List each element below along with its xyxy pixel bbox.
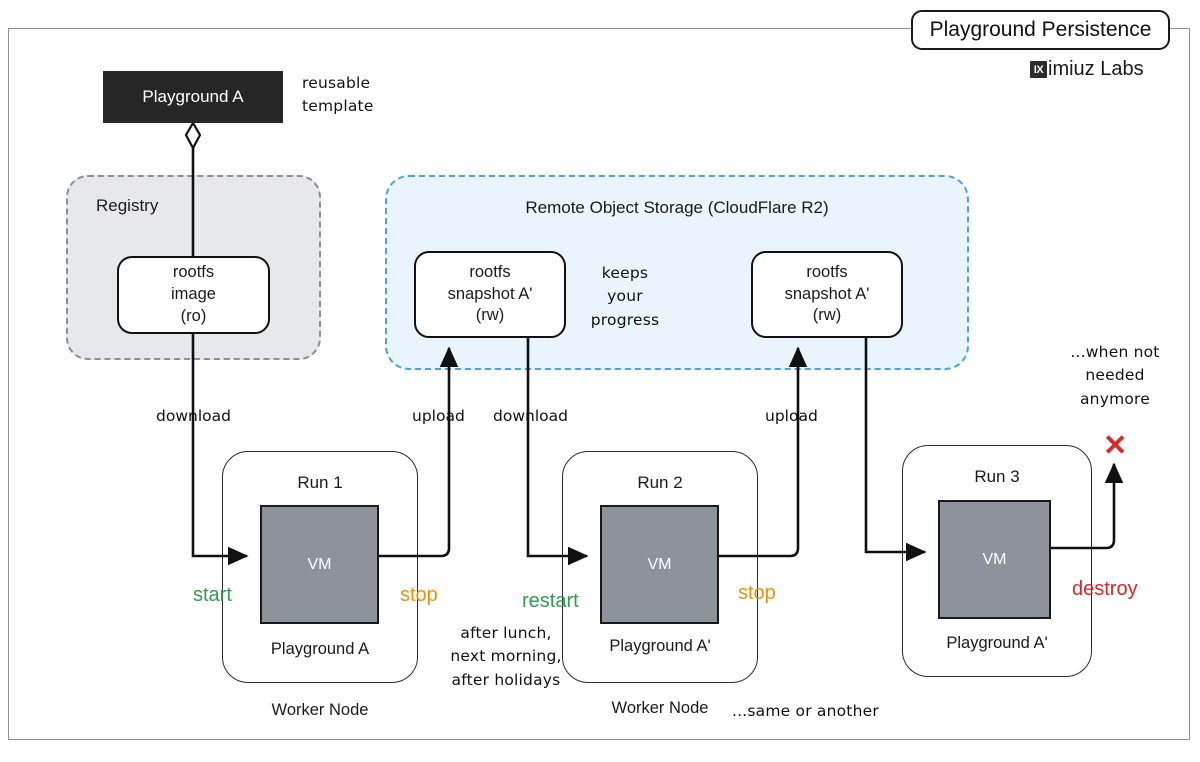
edge-label-download-run1: download [156, 407, 231, 425]
brand-logo: IX imiuz Labs [1030, 58, 1144, 81]
run-title-1: Run 1 [297, 473, 343, 492]
run-box-2 [562, 451, 758, 683]
brand-mark-icon: IX [1030, 61, 1047, 78]
destroy-x-icon: ✕ [1103, 430, 1128, 462]
vm-box-1: VM [260, 505, 379, 624]
edge-label-upload-run1: upload [412, 407, 465, 425]
registry-label: Registry [96, 196, 159, 215]
artifact-line-1: rootfs [469, 262, 511, 281]
action-label-start: start [193, 584, 232, 606]
page-title: Playground Persistence [911, 10, 1170, 50]
action-label-stop-2: stop [738, 582, 776, 604]
run-title-2: Run 2 [637, 473, 683, 492]
action-label-restart: restart [522, 590, 579, 612]
note-restart-timing: after lunch,next morning,after holidays [450, 624, 562, 689]
run-playground-label-2: Playground A' [609, 637, 711, 655]
artifact-line-3: (rw) [812, 306, 842, 325]
artifact-line-2: snapshot A' [447, 284, 533, 303]
brand-name: imiuz Labs [1048, 58, 1144, 80]
artifact-line-3: (ro) [180, 306, 207, 325]
run-playground-label-1: Playground A [270, 640, 370, 658]
artifact-rootfs-snapshot-2: rootfs snapshot A' (rw) [751, 251, 903, 338]
note-same-or-another: ...same or another [732, 702, 879, 720]
playground-template-box: Playground A [103, 71, 283, 123]
edge-label-download-run2: download [493, 407, 568, 425]
action-label-stop-1: stop [400, 584, 438, 606]
artifact-line-2: image [171, 285, 216, 304]
worker-node-label-2: Worker Node [611, 699, 709, 717]
vm-box-3: VM [938, 500, 1051, 619]
artifact-line-1: rootfs [806, 262, 848, 281]
run-playground-label-3: Playground A' [946, 634, 1048, 652]
edge-label-upload-run2: upload [765, 407, 818, 425]
outer-frame [8, 28, 1190, 740]
action-label-destroy: destroy [1072, 578, 1138, 600]
artifact-line-2: snapshot A' [784, 284, 870, 303]
artifact-rootfs-snapshot-1: rootfs snapshot A' (rw) [414, 251, 566, 338]
artifact-line-1: rootfs [172, 263, 215, 282]
artifact-rootfs-image: rootfs image (ro) [117, 256, 270, 334]
remote-object-storage-label: Remote Object Storage (CloudFlare R2) [525, 198, 829, 217]
run-box-3 [902, 445, 1092, 677]
artifact-line-3: (rw) [475, 306, 505, 325]
run-title-3: Run 3 [974, 467, 1020, 486]
worker-node-label-1: Worker Node [271, 701, 369, 719]
vm-box-2: VM [600, 505, 719, 624]
run-box-1 [222, 451, 418, 683]
